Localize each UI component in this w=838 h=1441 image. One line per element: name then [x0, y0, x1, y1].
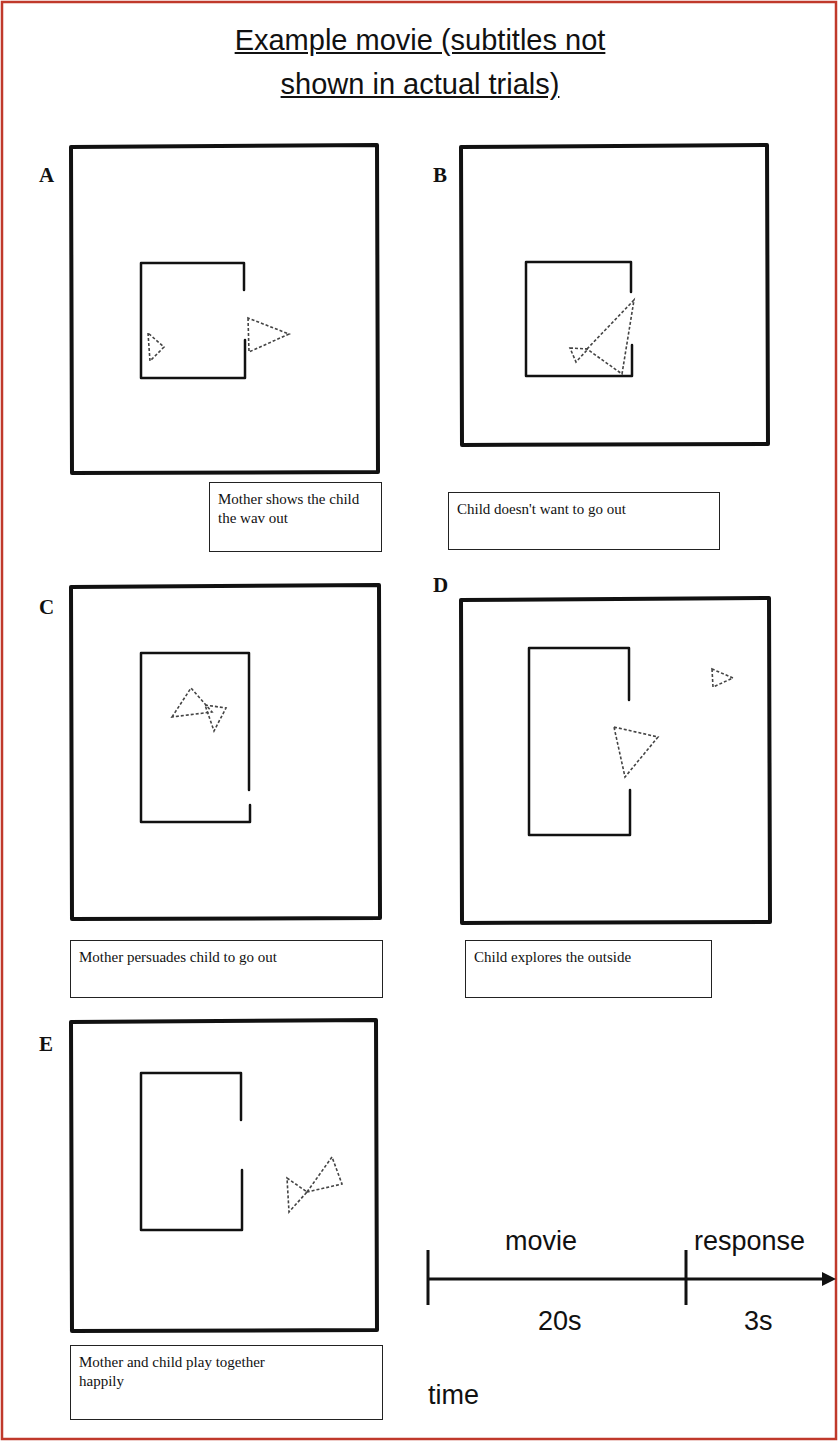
caption-text: Mother shows the child the wav out [218, 490, 373, 528]
panel-letter: B [433, 163, 447, 188]
panel-frame [461, 598, 770, 923]
caption-box: Child explores the outside [465, 940, 712, 998]
panel-letter: E [39, 1032, 53, 1057]
large-triangle [287, 1178, 307, 1212]
panel-letter: C [39, 595, 54, 620]
caption-box: Mother shows the child the wav out [209, 482, 382, 552]
caption-text: Child doesn't want to go out [457, 500, 711, 519]
caption-text: Mother persuades child to go out [79, 948, 374, 967]
panel-letter: A [39, 163, 54, 188]
panel-frame [461, 145, 768, 445]
duration-label: 20s [538, 1306, 582, 1337]
room-outline [141, 263, 245, 378]
figure-title: Example movie (subtitles not shown in ac… [215, 18, 625, 106]
caption-text: Child explores the outside [474, 948, 703, 967]
large-triangle [172, 688, 212, 717]
caption-box: Child doesn't want to go out [448, 492, 720, 550]
panel-frame [71, 145, 378, 473]
room-outline [141, 1073, 242, 1230]
panel-frame [71, 585, 380, 919]
phase-label: movie [505, 1226, 577, 1257]
time-axis [428, 1278, 826, 1281]
caption-box: Mother and child play together happily [70, 1345, 383, 1420]
arrow-head [822, 1272, 836, 1286]
panel-frame [71, 1020, 377, 1331]
small-triangle [148, 333, 164, 361]
caption-box: Mother persuades child to go out [70, 940, 383, 998]
duration-label: 3s [744, 1306, 773, 1337]
tick-mark [685, 1250, 688, 1305]
small-triangle [205, 705, 226, 731]
small-triangle [570, 348, 588, 362]
small-triangle [712, 669, 733, 687]
room-outline [141, 653, 250, 822]
room-outline [529, 648, 630, 835]
axis-label: time [428, 1380, 479, 1411]
phase-label: response [694, 1226, 805, 1257]
caption-text: Mother and child play together happily [79, 1353, 274, 1391]
large-triangle [587, 300, 634, 374]
tick-mark [427, 1250, 430, 1305]
large-triangle [614, 727, 658, 777]
large-triangle [248, 318, 289, 352]
panel-letter: D [433, 573, 448, 598]
small-triangle [307, 1157, 342, 1192]
